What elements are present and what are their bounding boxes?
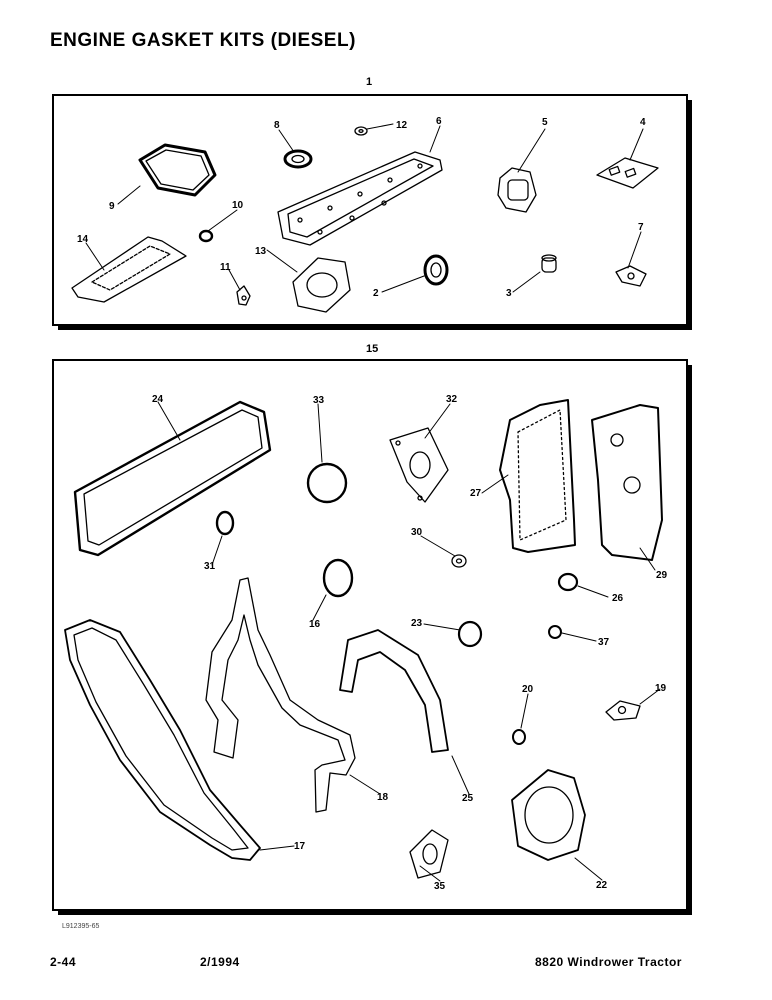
part-18-front-cover-gasket <box>205 577 356 813</box>
part-7-small-gasket <box>615 265 647 287</box>
part-8-seal-ring <box>283 149 313 169</box>
part-11-clip <box>236 285 251 306</box>
footer-model: 8820 Windrower Tractor <box>535 955 682 969</box>
callout-13: 13 <box>255 246 267 257</box>
callout-numbers: 8 12 6 5 4 9 10 14 13 11 2 3 7 24 33 32 … <box>77 116 668 892</box>
callout-7: 7 <box>638 222 644 233</box>
callout-37: 37 <box>598 637 610 648</box>
callout-11: 11 <box>220 262 231 273</box>
part-16-o-ring <box>322 558 354 598</box>
part-32-housing-gasket <box>389 427 449 503</box>
callout-12: 12 <box>396 120 408 131</box>
callout-3: 3 <box>506 288 512 299</box>
part-3-grommet <box>541 254 557 273</box>
callout-2: 2 <box>373 288 379 299</box>
callout-16: 16 <box>309 619 321 630</box>
part-19-small-gasket <box>605 700 641 721</box>
part-25-oil-pan-gasket <box>339 629 449 753</box>
callout-10: 10 <box>232 200 244 211</box>
part-5-manifold-gasket <box>497 167 537 213</box>
footer-page-number: 2-44 <box>50 955 77 969</box>
callout-30: 30 <box>411 527 423 538</box>
part-17-timing-cover-gasket <box>64 619 261 861</box>
panel-label-kit-15: 15 <box>366 343 379 355</box>
leader-lines <box>85 123 661 882</box>
part-4-plate-gasket <box>596 157 659 189</box>
callout-26: 26 <box>612 593 624 604</box>
part-27-cover-gasket <box>499 399 576 553</box>
callout-22: 22 <box>596 880 608 891</box>
part-12-washer <box>354 126 368 136</box>
callout-29: 29 <box>656 570 668 581</box>
callout-24: 24 <box>152 394 164 405</box>
part-14-flat-gasket <box>71 236 187 303</box>
callout-19: 19 <box>655 683 667 694</box>
part-20-o-ring <box>512 729 526 745</box>
footer-date: 2/1994 <box>200 955 240 969</box>
part-26-o-ring <box>557 572 579 592</box>
callout-9: 9 <box>109 201 115 212</box>
part-6-cover-gasket <box>277 151 443 246</box>
panel-label-kit-1: 1 <box>366 76 373 88</box>
callout-6: 6 <box>436 116 442 127</box>
callout-14: 14 <box>77 234 89 245</box>
callout-20: 20 <box>522 684 534 695</box>
part-24-valve-cover-gasket <box>73 400 272 557</box>
part-13-flange-gasket <box>292 257 351 313</box>
part-30-washer <box>451 554 467 568</box>
part-31-o-ring <box>215 510 235 536</box>
part-10-o-ring <box>198 229 214 243</box>
part-37-o-ring <box>548 625 562 639</box>
callout-32: 32 <box>446 394 458 405</box>
callout-31: 31 <box>204 561 216 572</box>
part-29-plate-gasket <box>591 404 663 561</box>
part-22-flange-gasket <box>511 769 586 861</box>
image-code: L912395-65 <box>62 923 100 930</box>
callout-33: 33 <box>313 395 325 406</box>
part-23-o-ring <box>457 620 483 648</box>
callout-27: 27 <box>470 488 482 499</box>
callout-17: 17 <box>294 841 306 852</box>
page-title: ENGINE GASKET KITS (DIESEL) <box>50 30 356 51</box>
gasket-kit-panel-1 <box>52 94 692 330</box>
gasket-kit-panel-15 <box>52 359 692 915</box>
part-2-oil-seal <box>423 254 449 286</box>
callout-25: 25 <box>462 793 474 804</box>
callout-5: 5 <box>542 117 548 128</box>
callout-8: 8 <box>274 120 280 131</box>
callout-18: 18 <box>377 792 389 803</box>
callout-23: 23 <box>411 618 423 629</box>
part-33-o-ring <box>306 462 348 504</box>
part-9-square-seal <box>138 143 217 197</box>
callout-35: 35 <box>434 881 446 892</box>
part-35-small-gasket <box>409 829 449 879</box>
callout-4: 4 <box>640 117 646 128</box>
